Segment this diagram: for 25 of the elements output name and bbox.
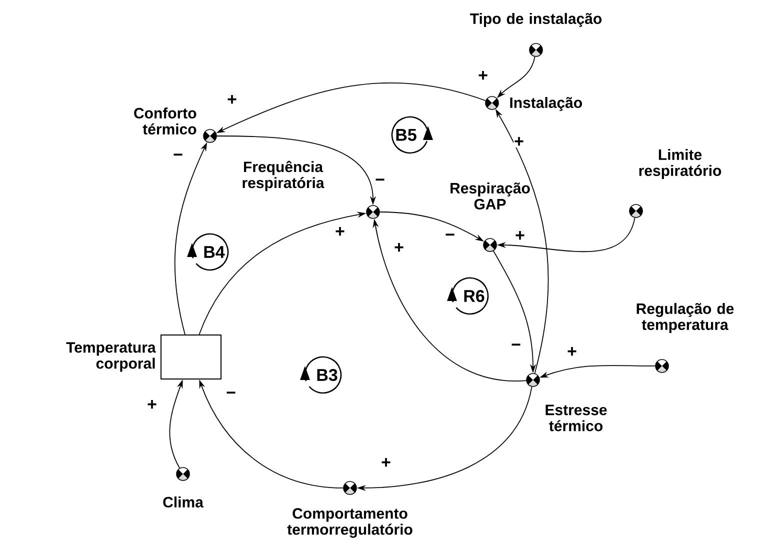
polarity-sign: − [172,153,184,161]
polarity-sign: − [510,343,522,351]
variable-label: Instalação [510,97,582,111]
variable-label: Clima [163,496,204,508]
variable-label: Comportamento termorregulatório [287,508,412,538]
variable-label: Frequência respiratória [242,160,324,192]
variable-label: Temperatura corporal [66,342,156,372]
polarity-sign: + [380,458,392,468]
variable-label: Conforto térmico [134,107,196,134]
variable-label: Estresse térmico [546,404,607,432]
polarity-sign: + [146,400,158,410]
variable-label: Regulação de temperatura [636,303,734,333]
polarity-sign: + [514,136,524,148]
polarity-sign: + [478,70,488,82]
variable-label: Limite respiratório [639,149,722,179]
variable-label: Respiração GAP [450,182,530,210]
polarity-sign: + [566,346,578,358]
polarity-sign: − [374,178,386,186]
polarity-sign: − [226,391,236,399]
polarity-sign: + [394,242,404,254]
variable-label: Tipo de instalação [470,13,602,27]
polarity-sign: + [226,94,238,106]
polarity-sign: − [444,233,456,241]
polarity-sign: + [514,230,526,242]
polarity-sign: + [334,226,346,238]
